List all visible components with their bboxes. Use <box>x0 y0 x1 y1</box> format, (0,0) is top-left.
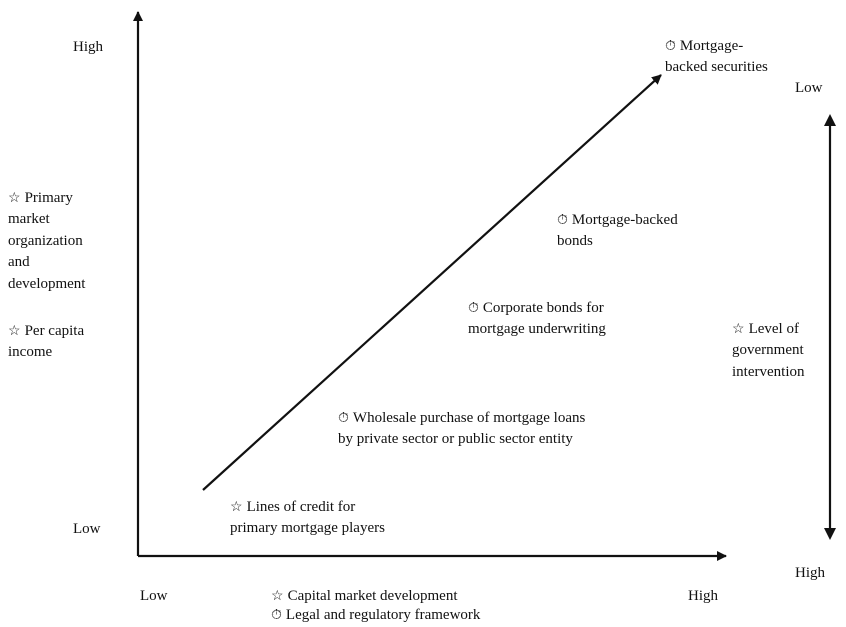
clock-icon: ⏱ <box>557 212 568 228</box>
clock-icon: ⏱ <box>271 608 282 623</box>
star-icon: ☆ <box>230 499 243 515</box>
stage-lines-of-credit: ☆Lines of credit for primary mortgage pl… <box>230 498 385 537</box>
star-icon: ☆ <box>271 589 284 604</box>
clock-icon: ⏱ <box>338 410 349 426</box>
stage-corporate-bonds: ⏱Corporate bonds for mortgage underwriti… <box>468 299 606 338</box>
factor-per-capita-income: ☆Per capita income <box>8 322 85 361</box>
stage-mortgage-backed-bonds: ⏱Mortgage-backed bonds <box>557 211 678 250</box>
star-icon: ☆ <box>8 323 21 339</box>
stage-wholesale-purchase: ⏱Wholesale purchase of mortgage loans by… <box>338 409 586 448</box>
x-axis-low-label: Low <box>140 588 168 604</box>
x-axis-high-label: High <box>688 588 718 604</box>
clock-icon: ⏱ <box>665 38 676 54</box>
government-arrow-head-top <box>824 114 836 126</box>
star-icon: ☆ <box>8 190 21 206</box>
right-axis-bottom-label: High <box>795 565 825 581</box>
factor-primary-market: ☆Primary market organization and develop… <box>8 189 86 292</box>
stage-mortgage-backed-securities: ⏱Mortgage- backed securities <box>665 37 768 76</box>
x-axis-legal-framework: ⏱Legal and regulatory framework <box>271 607 481 623</box>
government-intervention-label: ☆Level of government intervention <box>732 320 805 380</box>
progression-arrow <box>202 74 662 491</box>
clock-icon: ⏱ <box>468 300 479 316</box>
right-axis-top-label: Low <box>795 80 823 96</box>
x-axis-capital-market: ☆Capital market development <box>271 588 458 604</box>
government-arrow-head-bottom <box>824 528 836 540</box>
y-axis-high-label: High <box>73 39 103 55</box>
y-axis-low-label: Low <box>73 521 101 537</box>
star-icon: ☆ <box>732 321 745 337</box>
